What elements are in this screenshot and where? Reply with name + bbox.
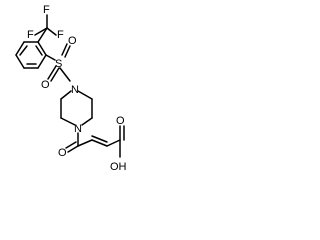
atom-label-hydroxyl: OH: [110, 161, 127, 173]
structure-diagram: F F F S O O N N O O OH: [15, 4, 127, 173]
atom-label-acid-carbonyl-oxygen: O: [116, 115, 125, 127]
atom-label-sulfur: S: [55, 58, 62, 70]
atom-label-carbonyl-oxygen: O: [58, 147, 67, 159]
benzene-ring: [15, 41, 47, 69]
sulfonyl-group: [45, 43, 71, 82]
butenoic-acid-chain: [65, 125, 125, 158]
atom-label-fluorine-3: F: [57, 29, 64, 41]
atom-label-sulfonyl-oxygen-2: O: [41, 79, 50, 91]
piperazine-ring: [60, 90, 93, 126]
atom-label-sulfonyl-oxygen-1: O: [68, 35, 77, 47]
atom-label-fluorine-2: F: [27, 29, 34, 41]
atom-label-nitrogen-2: N: [74, 123, 82, 135]
atom-label-fluorine-1: F: [43, 4, 50, 16]
trifluoromethyl-group: [34, 14, 57, 43]
atom-label-nitrogen-1: N: [71, 84, 79, 96]
